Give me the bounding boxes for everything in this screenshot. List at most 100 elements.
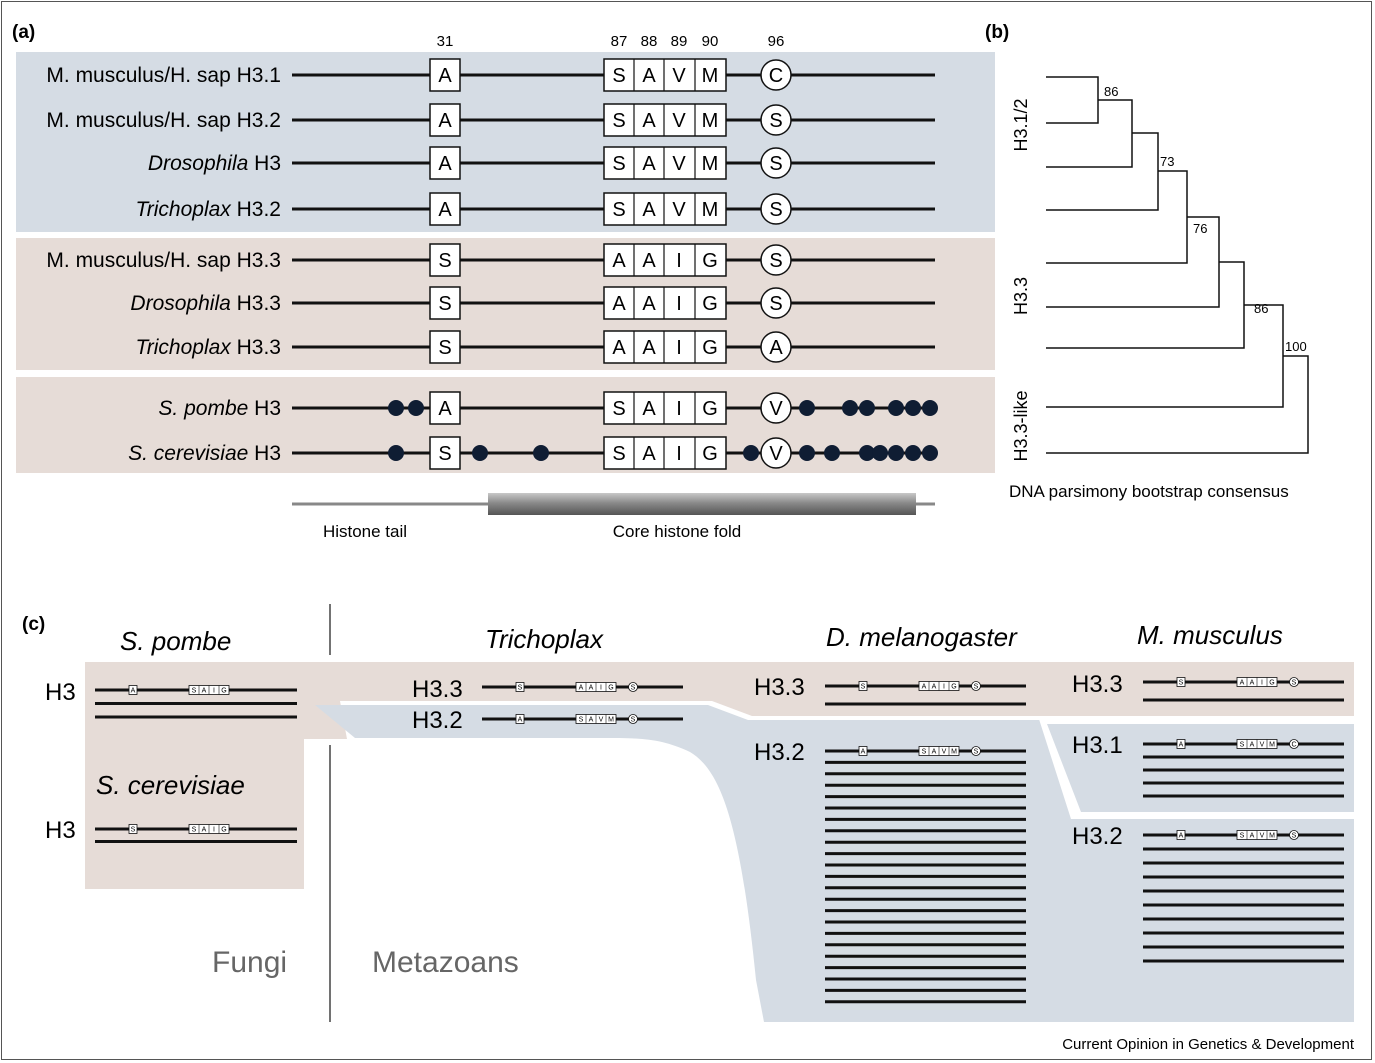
mini-core-residue: I xyxy=(600,685,602,692)
mini-core-residue: M xyxy=(608,717,614,724)
position-label-90: 90 xyxy=(702,33,719,50)
mini-core-residue: I xyxy=(213,688,215,695)
mini-core-residue: I xyxy=(213,827,215,834)
mini-core-residue: V xyxy=(942,749,947,756)
position-label-31: 31 xyxy=(437,33,454,50)
mini-core-residue: G xyxy=(1269,680,1274,687)
modification-dot xyxy=(388,445,404,461)
branch-7 xyxy=(1046,304,1284,408)
branch-4 xyxy=(1046,170,1188,264)
residue-87: S xyxy=(612,398,625,420)
residue-88: A xyxy=(642,443,656,465)
mini-core-residue: S xyxy=(192,688,197,695)
panel-b-label: (b) xyxy=(985,22,1009,43)
residue-87: S xyxy=(612,110,625,132)
modification-dot xyxy=(388,400,404,416)
residue-31-box xyxy=(429,436,461,470)
variant-label-trich-h3-3: H3.3 xyxy=(412,676,463,703)
mini-residue-96-circle xyxy=(1289,830,1299,840)
mini-residue-96: S xyxy=(1292,680,1297,687)
mini-core-residue: S xyxy=(579,717,584,724)
residue-96-circle xyxy=(760,437,792,469)
residue-87: A xyxy=(612,337,626,359)
branch-6 xyxy=(1046,261,1245,349)
modification-dot xyxy=(472,445,488,461)
residue-96: A xyxy=(769,337,783,359)
mini-residue-31: S xyxy=(1179,680,1184,687)
residue-89: V xyxy=(672,65,686,87)
clade-label-h3-1-2: H3.1/2 xyxy=(1011,98,1031,151)
mini-core-residue: G xyxy=(951,684,956,691)
mini-core-residue: A xyxy=(1250,680,1255,687)
position-label-96: 96 xyxy=(768,33,785,50)
mini-residue-31: S xyxy=(518,685,523,692)
residue-90: M xyxy=(702,153,719,175)
mini-core-residue: A xyxy=(202,688,207,695)
residue-90: M xyxy=(702,110,719,132)
residue-88: A xyxy=(642,65,656,87)
modification-dot xyxy=(799,400,815,416)
residue-96-circle xyxy=(760,193,792,225)
residue-96-circle xyxy=(760,147,792,179)
modification-dot xyxy=(408,400,424,416)
sequence-name: M. musculus/H. sap H3.1 xyxy=(46,64,281,87)
variant-label-scer-h3: H3 xyxy=(45,817,76,844)
mini-residue-31-box xyxy=(515,714,525,724)
panel-c: (c) S. pombe S. cerevisiae Trichoplax D.… xyxy=(22,604,1360,1022)
residue-31: S xyxy=(438,293,451,315)
panel-a-label: (a) xyxy=(12,22,35,43)
mini-residue-96: C xyxy=(1291,742,1296,749)
residue-31-box xyxy=(429,103,461,137)
modification-dot xyxy=(905,445,921,461)
mini-residue-31-box xyxy=(1176,677,1186,687)
panel-c-label: (c) xyxy=(22,614,45,635)
core-fold-bar xyxy=(488,493,916,515)
tree-caption: DNA parsimony bootstrap consensus xyxy=(1009,482,1289,501)
residue-96-circle xyxy=(760,392,792,424)
sequence-name: Drosophila H3 xyxy=(148,152,281,175)
organism-s-cerevisiae: S. cerevisiae xyxy=(96,770,245,800)
bootstrap-4: 86 xyxy=(1254,301,1268,316)
mini-core-residue: I xyxy=(1261,680,1263,687)
sequence-name: Drosophila H3.3 xyxy=(130,292,281,315)
tree-branches xyxy=(1046,76,1309,454)
residue-31: S xyxy=(438,337,451,359)
mini-core-residue: G xyxy=(221,688,226,695)
residue-96: V xyxy=(769,398,783,420)
residue-96: S xyxy=(769,250,782,272)
core-motif-box xyxy=(603,330,727,364)
organism-trichoplax: Trichoplax xyxy=(485,624,604,654)
clade-label-h3-3-like: H3.3-like xyxy=(1011,390,1031,461)
mouse-h3-1-separator xyxy=(1038,716,1360,819)
modification-dot xyxy=(859,445,875,461)
mini-core-residue: A xyxy=(202,827,207,834)
core-motif-box xyxy=(603,286,727,320)
mini-residue-96-circle xyxy=(971,746,981,756)
sequence-name: Trichoplax H3.2 xyxy=(135,198,281,221)
mini-residue-96: S xyxy=(631,685,636,692)
sequence-name: Trichoplax H3.3 xyxy=(135,336,281,359)
mini-residue-96: S xyxy=(974,684,979,691)
residue-90: M xyxy=(702,199,719,221)
residue-89: I xyxy=(676,443,682,465)
residue-31-box xyxy=(429,58,461,92)
variant-label-mmus-h3-2: H3.2 xyxy=(1072,823,1123,850)
mini-residue-31-box xyxy=(515,682,525,692)
bootstrap-5: 100 xyxy=(1285,339,1307,354)
mini-residue-96: S xyxy=(974,749,979,756)
core-motif-box xyxy=(603,103,727,137)
modification-dot xyxy=(842,400,858,416)
residue-89: V xyxy=(672,199,686,221)
residue-96: S xyxy=(769,153,782,175)
core-motif-box xyxy=(603,146,727,180)
residue-88: A xyxy=(642,250,656,272)
mini-core-residue: A xyxy=(589,717,594,724)
